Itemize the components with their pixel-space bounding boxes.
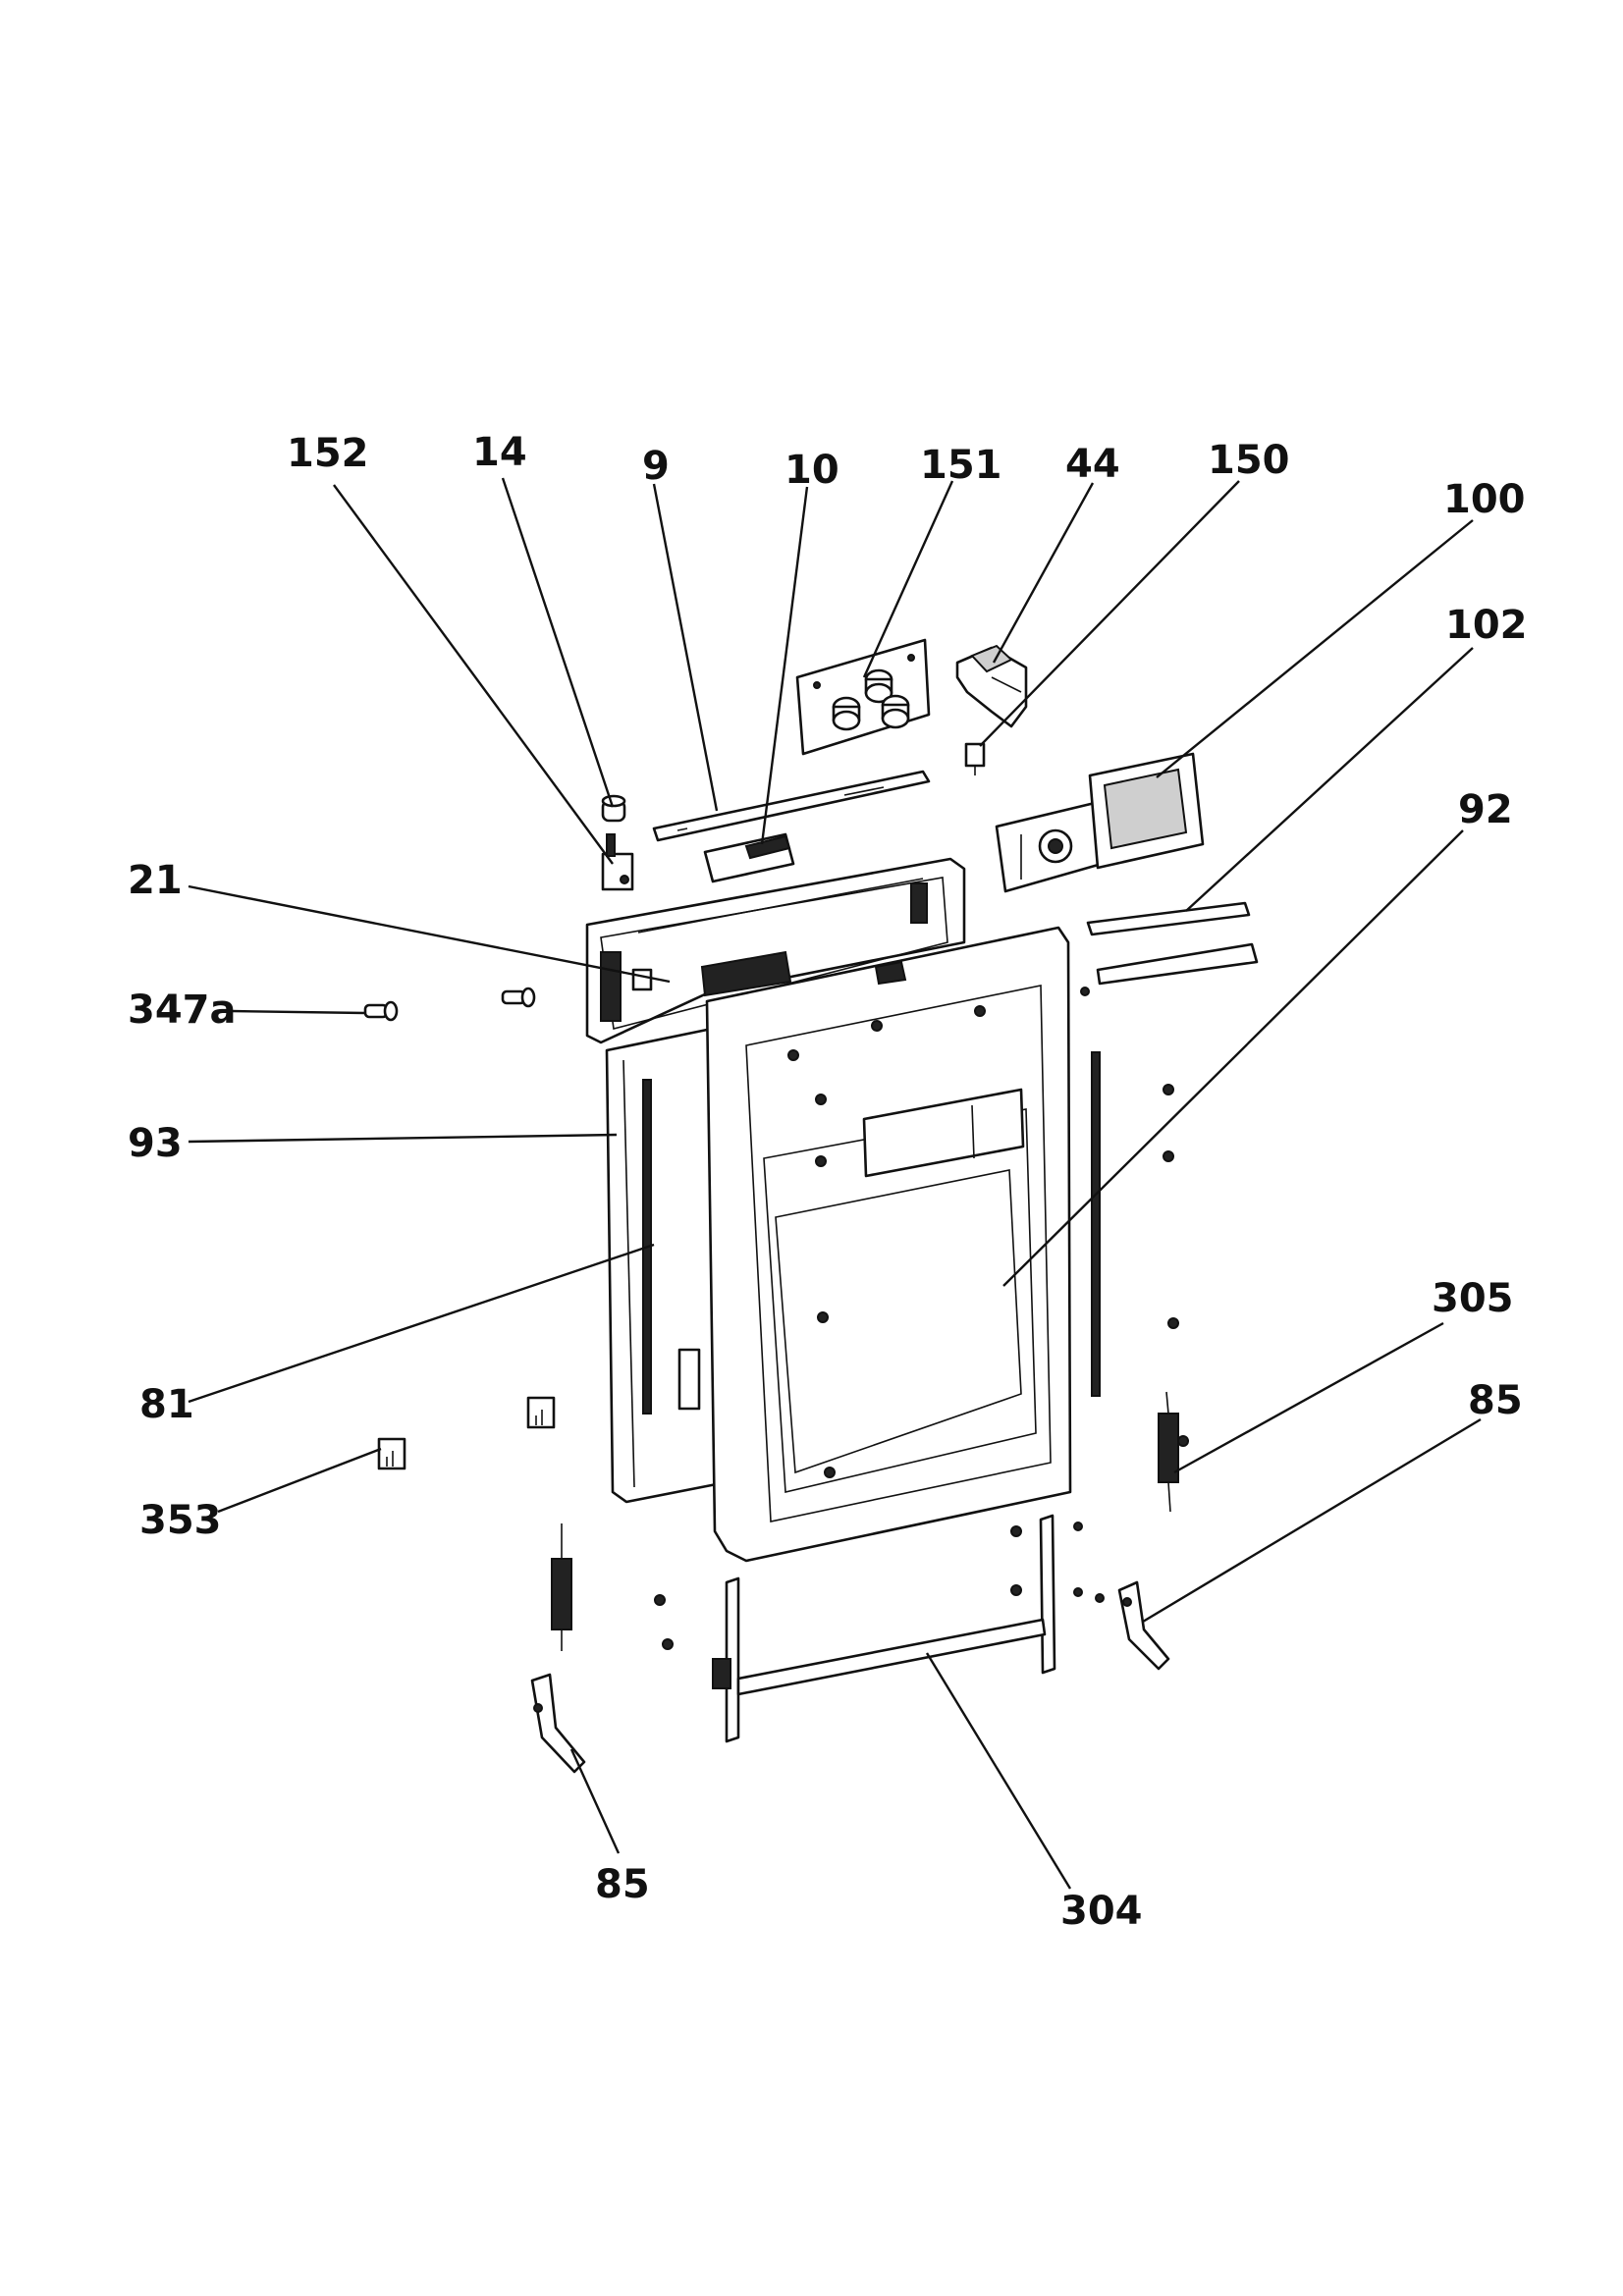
part-14-knob-cap [601, 794, 626, 823]
callout-labels: 152 14 9 10 151 44 150 100 102 92 21 347… [128, 430, 1528, 1934]
leader-9 [652, 483, 719, 812]
callout-81: 81 [139, 1382, 194, 1427]
callout-305: 305 [1432, 1276, 1514, 1321]
leader-21 [188, 884, 671, 984]
part-305-spring [1158, 1391, 1179, 1513]
part-spring-left [551, 1523, 572, 1651]
part-85-hinge-left [530, 1673, 586, 1774]
part-353-clip [377, 1396, 556, 1470]
leader-85-bottom [569, 1748, 621, 1854]
part-304-hinge-assembly [654, 1514, 1083, 1743]
leader-85-right [1142, 1417, 1482, 1624]
callout-150: 150 [1208, 438, 1290, 483]
leader-44 [992, 482, 1095, 664]
part-347a-pin [363, 987, 536, 1022]
part-100-dispenser [995, 752, 1205, 893]
callout-85-right: 85 [1468, 1378, 1523, 1423]
callout-92: 92 [1458, 787, 1513, 832]
callout-44: 44 [1065, 442, 1120, 487]
callout-9: 9 [642, 444, 670, 489]
leader-305 [1173, 1321, 1444, 1474]
callout-10: 10 [784, 448, 839, 493]
callout-93: 93 [128, 1121, 183, 1166]
part-81-door-liner [705, 926, 1072, 1563]
part-85-hinge-right [1095, 1580, 1170, 1671]
part-152-rotary-switch [601, 833, 634, 891]
leader-lines [188, 477, 1482, 1890]
part-21-control-panel [585, 857, 966, 1044]
callout-100: 100 [1443, 477, 1526, 522]
part-10-handle-module [703, 832, 795, 883]
callout-151: 151 [920, 443, 1002, 488]
leader-14 [501, 477, 615, 808]
leader-304 [925, 1652, 1072, 1890]
callout-14: 14 [472, 430, 527, 475]
leader-151 [862, 480, 954, 678]
callout-85-bottom: 85 [595, 1862, 650, 1907]
callout-353: 353 [139, 1498, 222, 1543]
part-44-bracket [955, 644, 1028, 728]
callout-304: 304 [1060, 1889, 1143, 1934]
part-9-strip [652, 770, 931, 842]
part-151-control-board [795, 638, 931, 756]
leader-150 [979, 480, 1240, 747]
callout-102: 102 [1445, 603, 1528, 648]
callout-152: 152 [287, 431, 369, 476]
leader-102 [1185, 647, 1474, 912]
part-150-switch [964, 742, 986, 775]
part-102-bars [1080, 901, 1259, 996]
leader-347a [231, 1009, 366, 1015]
callout-21: 21 [128, 858, 183, 903]
leader-10 [760, 486, 809, 845]
leader-152 [333, 484, 614, 865]
leader-81 [188, 1243, 655, 1404]
leader-353 [217, 1447, 382, 1514]
leader-92 [1002, 829, 1464, 1287]
leader-100 [1156, 519, 1474, 778]
part-92-strip [1091, 1051, 1189, 1447]
callout-347a: 347a [128, 988, 237, 1033]
leader-93 [188, 1133, 618, 1144]
